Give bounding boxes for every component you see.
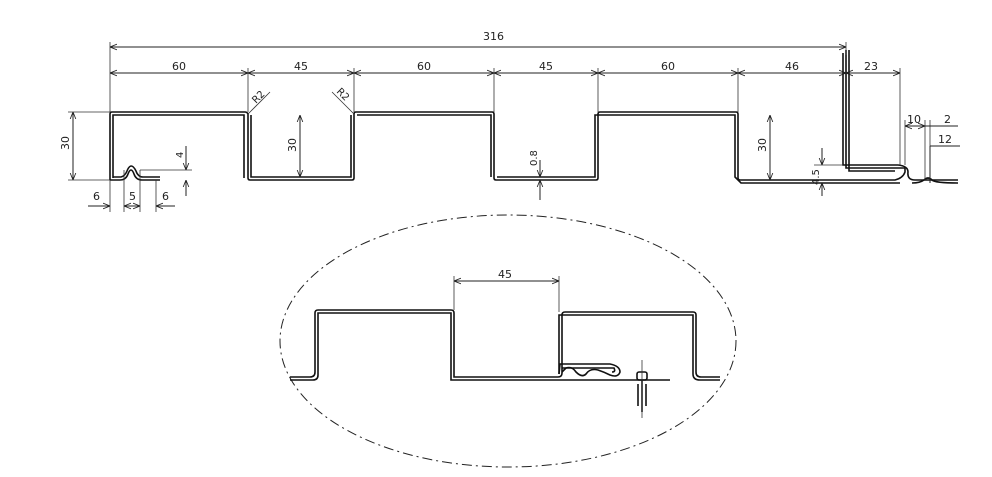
segment-6-label: 46 bbox=[785, 60, 799, 73]
right-width-2-label: 2 bbox=[944, 113, 951, 126]
thickness-dimension: 0.8 bbox=[529, 150, 540, 200]
lap-dimension: 4.5 bbox=[811, 148, 843, 196]
detail-width-label: 45 bbox=[498, 268, 512, 281]
segment-2-label: 45 bbox=[294, 60, 308, 73]
radius-callouts: R2 R2 bbox=[247, 86, 355, 115]
segment-dimensions: 60 45 60 45 60 46 23 bbox=[110, 60, 901, 165]
detail-view: 45 bbox=[279, 214, 737, 468]
height-left-label: 30 bbox=[59, 136, 72, 150]
overall-width-label: 316 bbox=[483, 30, 504, 43]
segment-3-label: 60 bbox=[417, 60, 431, 73]
hook-mid-label: 5 bbox=[129, 190, 136, 203]
hook-height-label: 4 bbox=[175, 152, 186, 158]
height-right-label: 30 bbox=[756, 138, 769, 152]
segment-1-label: 60 bbox=[172, 60, 186, 73]
hook-dimensions: 4 6 5 6 bbox=[88, 146, 192, 212]
height-mid-label: 30 bbox=[286, 138, 299, 152]
height-dimensions: 30 30 30 bbox=[59, 111, 770, 181]
radius-label-left: R2 bbox=[250, 89, 267, 106]
hook-left-label: 6 bbox=[93, 190, 100, 203]
lap-height-label: 4.5 bbox=[811, 169, 822, 185]
right-dimensions: 10 2 12 bbox=[904, 113, 960, 183]
segment-7-label: 23 bbox=[864, 60, 878, 73]
right-width-12-label: 12 bbox=[938, 133, 952, 146]
segment-4-label: 45 bbox=[539, 60, 553, 73]
overall-dimension: 316 bbox=[109, 30, 847, 112]
segment-5-label: 60 bbox=[661, 60, 675, 73]
radius-label-right: R2 bbox=[334, 86, 351, 103]
hook-right-label: 6 bbox=[162, 190, 169, 203]
right-width-10-label: 10 bbox=[907, 113, 921, 126]
thickness-label: 0.8 bbox=[529, 150, 540, 166]
